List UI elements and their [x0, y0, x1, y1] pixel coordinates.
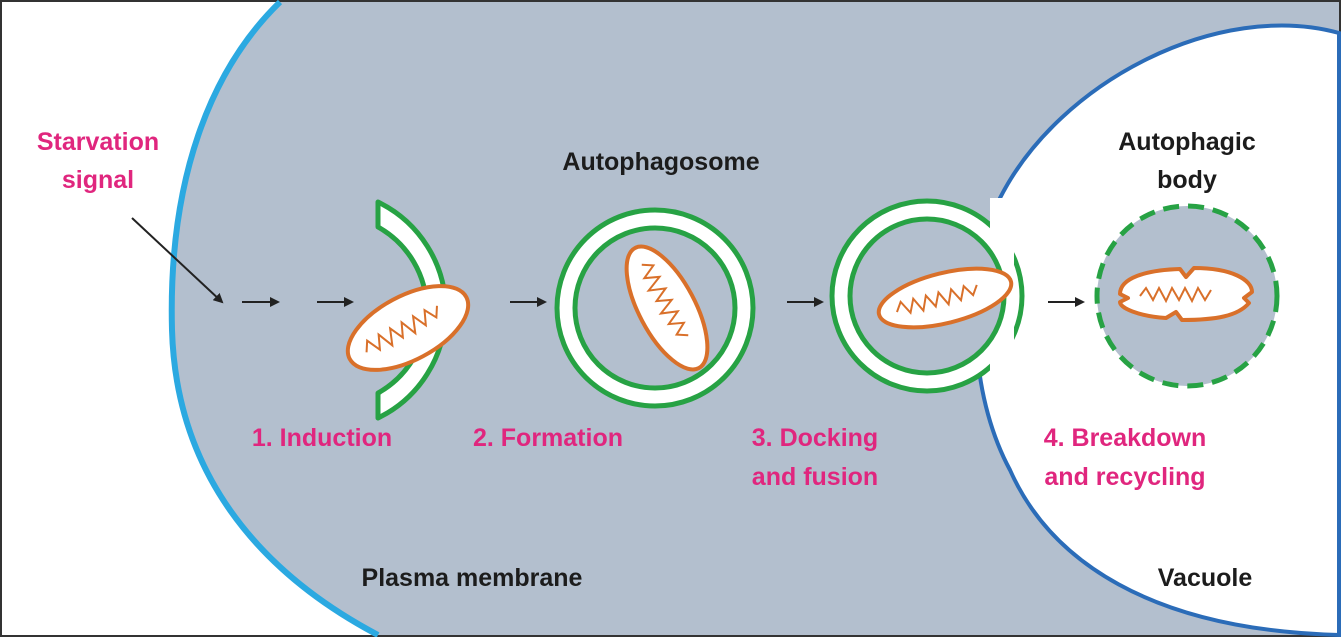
step-2-label: 2. Formation	[473, 424, 623, 452]
step-4-label-line1: 4. Breakdown	[1044, 424, 1207, 452]
plasma-membrane-label: Plasma membrane	[362, 564, 583, 592]
autophagic-body-label-line2: body	[1157, 166, 1217, 194]
autophagic-body-label-line1: Autophagic	[1118, 128, 1256, 156]
step-4-label-line2: and recycling	[1044, 463, 1205, 491]
step-1-label: 1. Induction	[252, 424, 392, 452]
step-3-label-line2: and fusion	[752, 463, 878, 491]
vacuole-label: Vacuole	[1158, 564, 1253, 592]
autophagosome-label: Autophagosome	[562, 148, 759, 176]
starvation-signal-label-line1: Starvation	[37, 128, 159, 156]
mitochondrion-degrading	[1120, 268, 1252, 320]
starvation-signal-label-line2: signal	[62, 166, 134, 194]
step-3-label-line1: 3. Docking	[752, 424, 878, 452]
